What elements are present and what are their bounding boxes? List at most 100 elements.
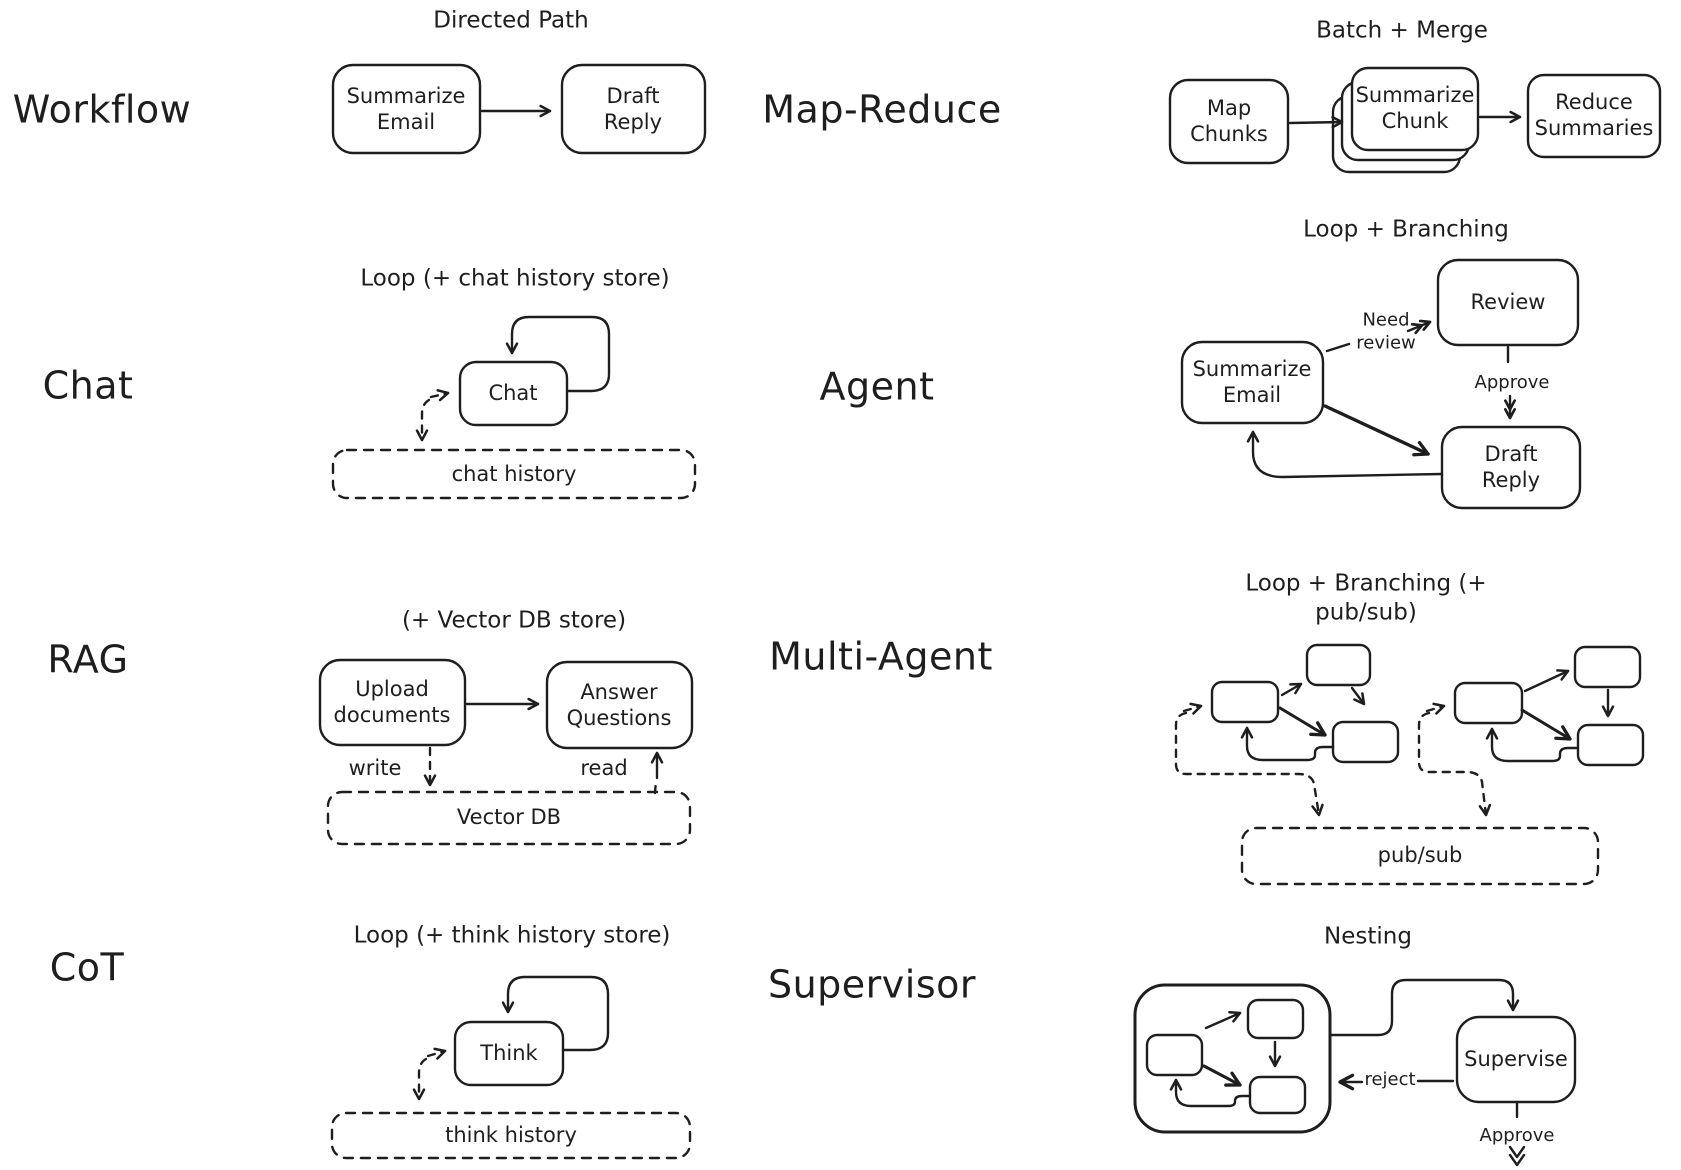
chat-label: Chat bbox=[42, 363, 134, 408]
supervisor-approve-edge-label: Approve bbox=[1479, 1124, 1555, 1146]
multi-agent-title: Loop + Branching (+ pub/sub) bbox=[1245, 570, 1487, 625]
map-chunks-label: Map Chunks bbox=[1190, 95, 1268, 146]
cluster1-top-node bbox=[1305, 643, 1372, 687]
workflow-label: Workflow bbox=[12, 87, 192, 132]
workflow-diagram bbox=[331, 63, 707, 155]
think-history-store bbox=[330, 1111, 692, 1160]
cluster2-to-pubsub-arrow bbox=[1417, 711, 1492, 817]
supervisor-title: Nesting bbox=[1324, 923, 1412, 950]
agent-review-node bbox=[1436, 258, 1580, 347]
summarize-chunk-node bbox=[1350, 66, 1480, 152]
workflow-summarize-email-label: Summarize Email bbox=[346, 83, 466, 134]
summarize-to-draft-arrow bbox=[1323, 404, 1430, 457]
cot-diagram bbox=[330, 975, 692, 1160]
cluster1-entry-node bbox=[1210, 680, 1280, 724]
approve-edge-label: Approve bbox=[1474, 371, 1550, 393]
reject-edge-label: reject bbox=[1364, 1068, 1416, 1090]
pubsub-label: pub/sub bbox=[1377, 842, 1463, 867]
supervisor-diagram bbox=[1133, 978, 1577, 1167]
cluster2-pubsub-entry-arrow bbox=[1425, 702, 1446, 715]
rag-diagram bbox=[318, 658, 694, 846]
cluster2-entry-node bbox=[1453, 681, 1524, 725]
chat-entry-arrow bbox=[429, 389, 450, 402]
think-node bbox=[453, 1020, 565, 1087]
rag-title: (+ Vector DB store) bbox=[401, 607, 627, 634]
map-to-summarize-arrow bbox=[1288, 115, 1344, 129]
vector-db-label: Vector DB bbox=[456, 804, 562, 829]
workflow-summarize-email-node bbox=[331, 63, 482, 155]
agent-diagram bbox=[1180, 258, 1582, 510]
cluster1-loop-back-arrow bbox=[1240, 726, 1335, 762]
answer-questions-label: Answer Questions bbox=[566, 679, 672, 730]
think-node-label: Think bbox=[480, 1040, 538, 1065]
workflow-draft-reply-label: Draft Reply bbox=[603, 83, 663, 134]
cluster2-bottom-node bbox=[1576, 723, 1645, 767]
agent-summarize-email-node bbox=[1180, 340, 1325, 425]
workflow-title: Directed Path bbox=[433, 7, 589, 34]
workflow-draft-reply-node bbox=[560, 63, 707, 155]
need-review-edge-label: Need review bbox=[1356, 309, 1416, 354]
agent-draft-reply-node bbox=[1440, 425, 1582, 510]
cluster1-pubsub-entry-arrow bbox=[1182, 702, 1203, 715]
map-reduce-diagram bbox=[1168, 66, 1662, 174]
cluster1-top-to-bottom-arrow bbox=[1350, 686, 1366, 706]
vector-db-store bbox=[326, 790, 692, 846]
nested-loop-back-arrow bbox=[1169, 1078, 1252, 1108]
upload-documents-label: Upload documents bbox=[333, 676, 451, 727]
chat-node-label: Chat bbox=[488, 380, 538, 405]
rag-label: RAG bbox=[47, 637, 129, 682]
agent-draft-reply-label: Draft Reply bbox=[1481, 441, 1541, 492]
chat-to-history-arrow bbox=[415, 398, 431, 442]
map-reduce-label: Map-Reduce bbox=[762, 87, 1002, 132]
cluster2-top-node bbox=[1573, 645, 1642, 689]
agent-title: Loop + Branching bbox=[1303, 216, 1509, 243]
cluster2-loop-back-arrow bbox=[1485, 727, 1580, 763]
cluster2-entry-to-top-arrow bbox=[1523, 669, 1570, 693]
multi-agent-left-cluster bbox=[1174, 643, 1400, 817]
supervisor-label: Supervisor bbox=[767, 962, 977, 1007]
need-review-arrow bbox=[1406, 319, 1432, 335]
reduce-summaries-label: Reduce Summaries bbox=[1534, 89, 1654, 140]
answer-questions-node bbox=[545, 660, 694, 750]
chat-history-label: chat history bbox=[451, 461, 577, 486]
pubsub-store bbox=[1240, 826, 1600, 886]
chat-history-store bbox=[331, 448, 697, 500]
read-edge-label: read bbox=[580, 755, 628, 780]
cluster1-entry-to-top-arrow bbox=[1280, 682, 1303, 697]
nested-bottom-node bbox=[1248, 1075, 1307, 1115]
think-history-label: think history bbox=[445, 1122, 577, 1147]
chat-self-loop-arrow bbox=[505, 315, 611, 393]
nested-entry-to-top-arrow bbox=[1204, 1010, 1242, 1030]
cot-label: CoT bbox=[49, 945, 125, 990]
chat-node bbox=[458, 360, 569, 427]
supervise-label: Supervise bbox=[1464, 1046, 1568, 1071]
need-review-connector bbox=[1325, 342, 1351, 353]
nested-top-node bbox=[1246, 998, 1305, 1040]
multi-agent-label: Multi-Agent bbox=[769, 634, 993, 679]
cot-title: Loop (+ think history store) bbox=[353, 922, 671, 949]
nested-entry-to-bottom-arrow bbox=[1202, 1064, 1242, 1087]
think-self-loop-arrow bbox=[501, 975, 610, 1052]
cluster1-to-pubsub-arrow bbox=[1174, 711, 1324, 817]
cluster2-entry-to-bottom-arrow bbox=[1520, 708, 1572, 741]
supervisor-approve-arrowhead bbox=[1508, 1145, 1526, 1167]
agent-review-label: Review bbox=[1470, 289, 1546, 314]
container-to-supervise-arrow bbox=[1328, 978, 1520, 1037]
cluster1-entry-to-bottom-arrow bbox=[1278, 706, 1327, 737]
think-to-history-arrow bbox=[412, 1057, 428, 1101]
draft-to-summarize-loop-arrow bbox=[1246, 430, 1444, 479]
map-chunks-node bbox=[1168, 78, 1290, 165]
multi-agent-right-cluster bbox=[1240, 645, 1645, 886]
map-reduce-title: Batch + Merge bbox=[1316, 17, 1488, 44]
agent-summarize-email-label: Summarize Email bbox=[1192, 356, 1312, 407]
write-edge-label: write bbox=[348, 755, 402, 780]
nested-entry-node bbox=[1145, 1033, 1204, 1077]
upload-documents-node bbox=[318, 658, 467, 747]
chat-diagram bbox=[331, 315, 697, 500]
reduce-summaries-node bbox=[1526, 73, 1662, 159]
agent-label: Agent bbox=[819, 364, 935, 409]
chat-title: Loop (+ chat history store) bbox=[360, 265, 670, 292]
think-entry-arrow bbox=[426, 1047, 447, 1060]
cluster1-bottom-node bbox=[1331, 720, 1400, 764]
